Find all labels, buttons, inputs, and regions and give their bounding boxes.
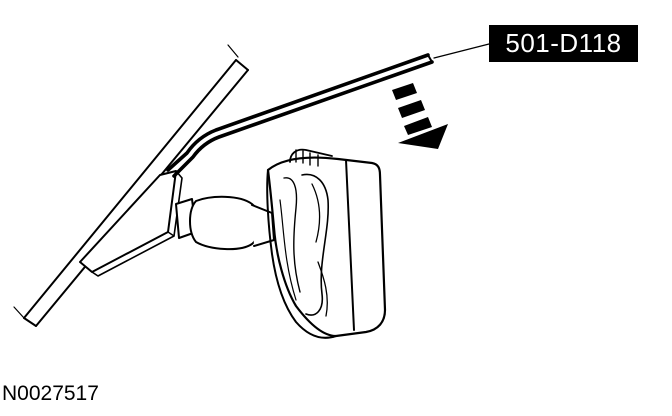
rearview-mirror xyxy=(266,148,387,339)
mirror-stem xyxy=(175,195,275,250)
direction-arrow-icon xyxy=(392,83,448,149)
mirror-mount-button xyxy=(79,170,183,277)
callout-leader-line xyxy=(433,43,490,59)
callout-label: 501-D118 xyxy=(489,25,638,62)
removal-tool xyxy=(166,53,434,178)
windshield-glass xyxy=(13,44,249,327)
figure-id-label: N0027517 xyxy=(2,382,99,405)
